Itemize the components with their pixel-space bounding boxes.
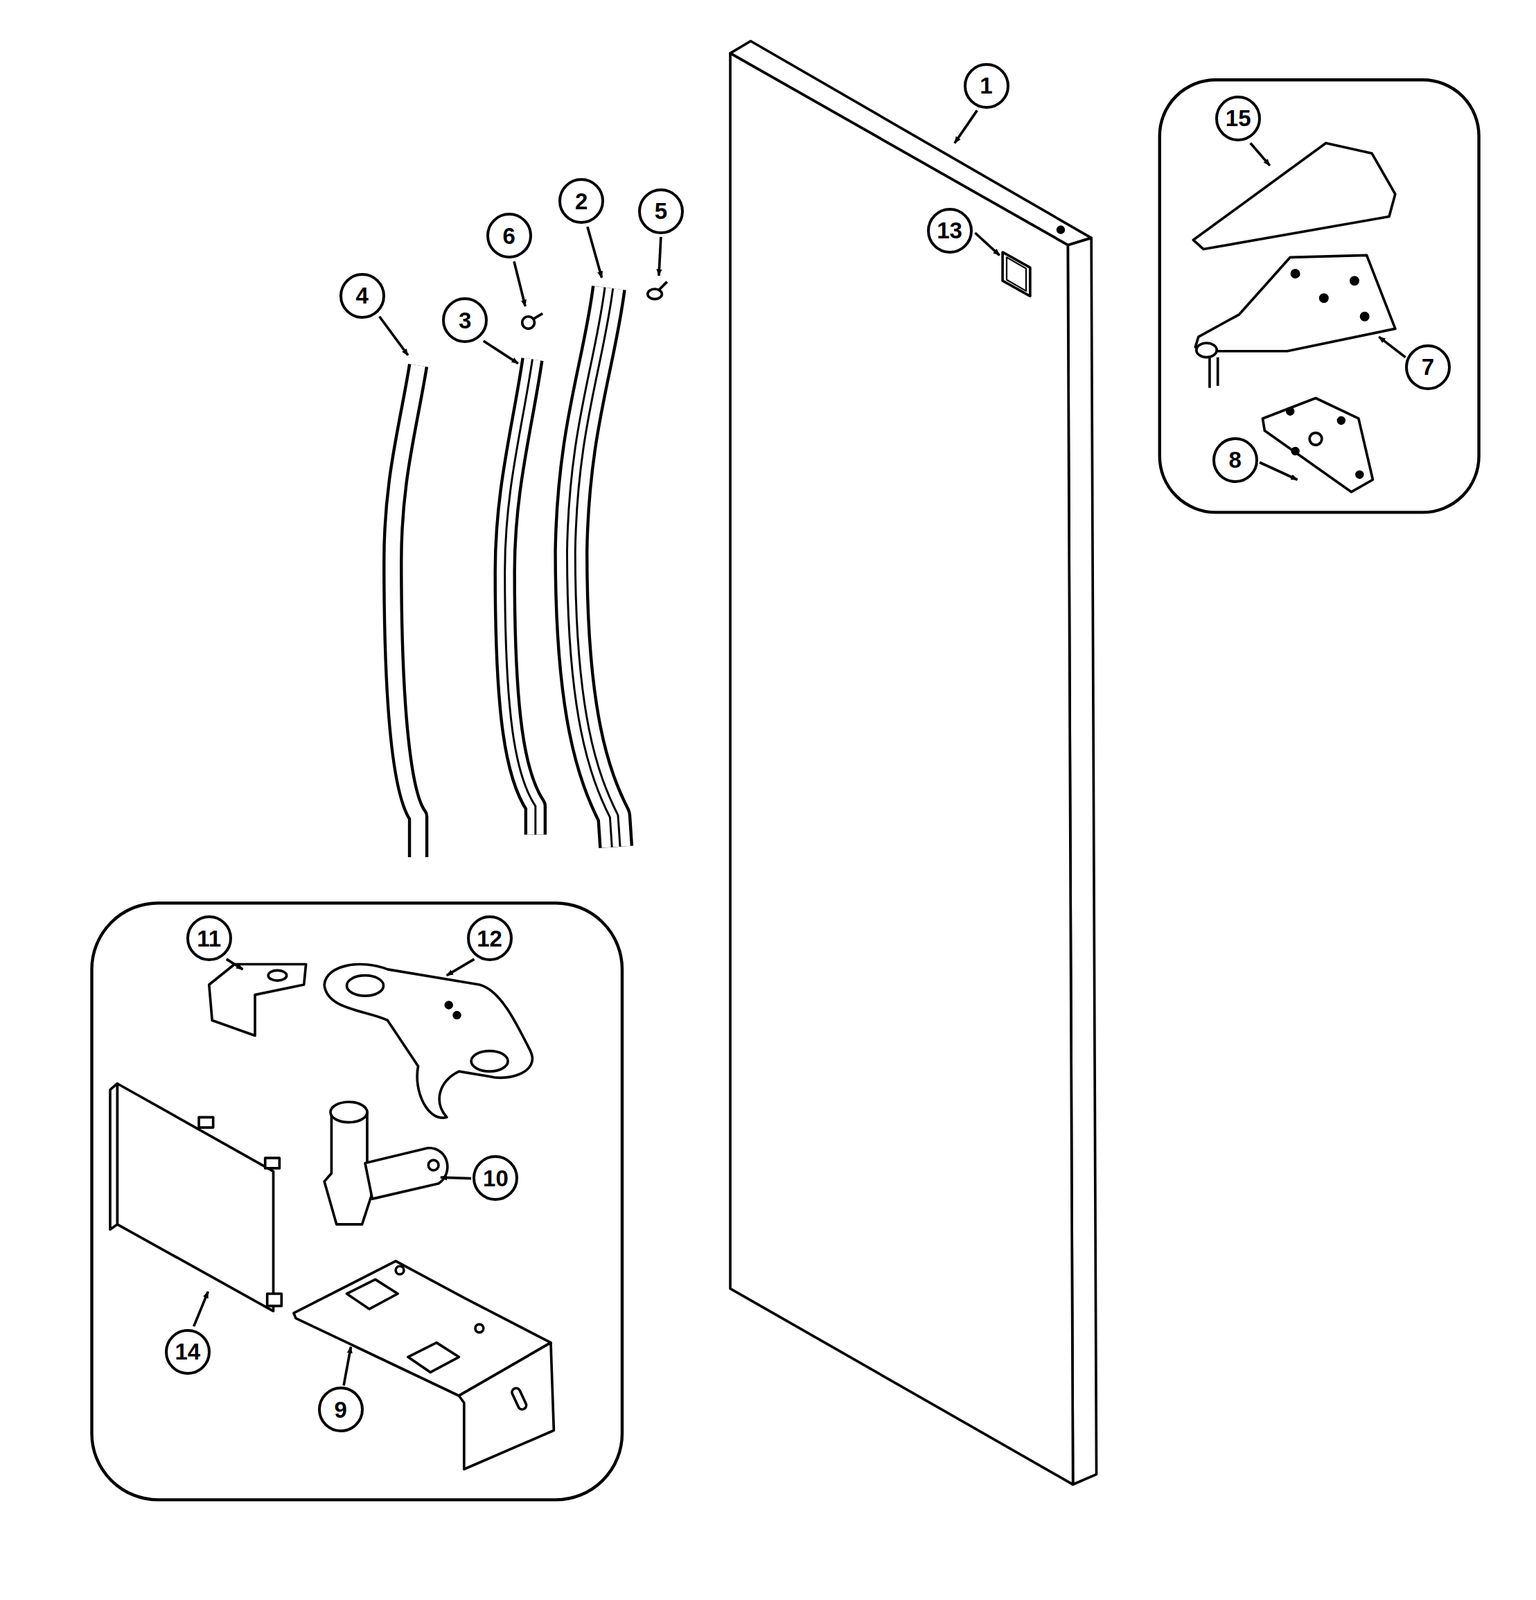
- callout-number: 10: [472, 1154, 519, 1201]
- hinge-cover: [117, 1083, 273, 1311]
- hinge-spacer: [324, 964, 533, 1119]
- callout-number: 13: [927, 207, 973, 254]
- callout-number: 15: [1215, 95, 1261, 142]
- callout-number: 1: [963, 63, 1010, 109]
- leader-lines: [193, 110, 1406, 1385]
- callout-number: 4: [339, 272, 386, 319]
- callout-number: 9: [318, 1386, 364, 1433]
- hinge-shim: [1262, 397, 1373, 492]
- callout-number: 2: [558, 178, 605, 224]
- callout-number: 3: [442, 297, 488, 343]
- callout-number: 8: [1212, 437, 1259, 483]
- hinge-cover: [1193, 142, 1395, 249]
- bracket: [209, 964, 307, 1036]
- callout-number: 6: [486, 212, 533, 259]
- hinge-plate: [1195, 254, 1396, 351]
- callout-number: 7: [1405, 344, 1451, 391]
- callout-number: 14: [164, 1328, 211, 1375]
- label-plate: [1002, 252, 1031, 296]
- callout-number: 12: [466, 915, 513, 961]
- door-front: [730, 53, 1074, 1485]
- hinge-inset-frame: [91, 902, 622, 1500]
- callout-number: 5: [638, 188, 684, 235]
- hinge-inset-frame: [1159, 79, 1480, 512]
- callout-number: 11: [186, 915, 233, 961]
